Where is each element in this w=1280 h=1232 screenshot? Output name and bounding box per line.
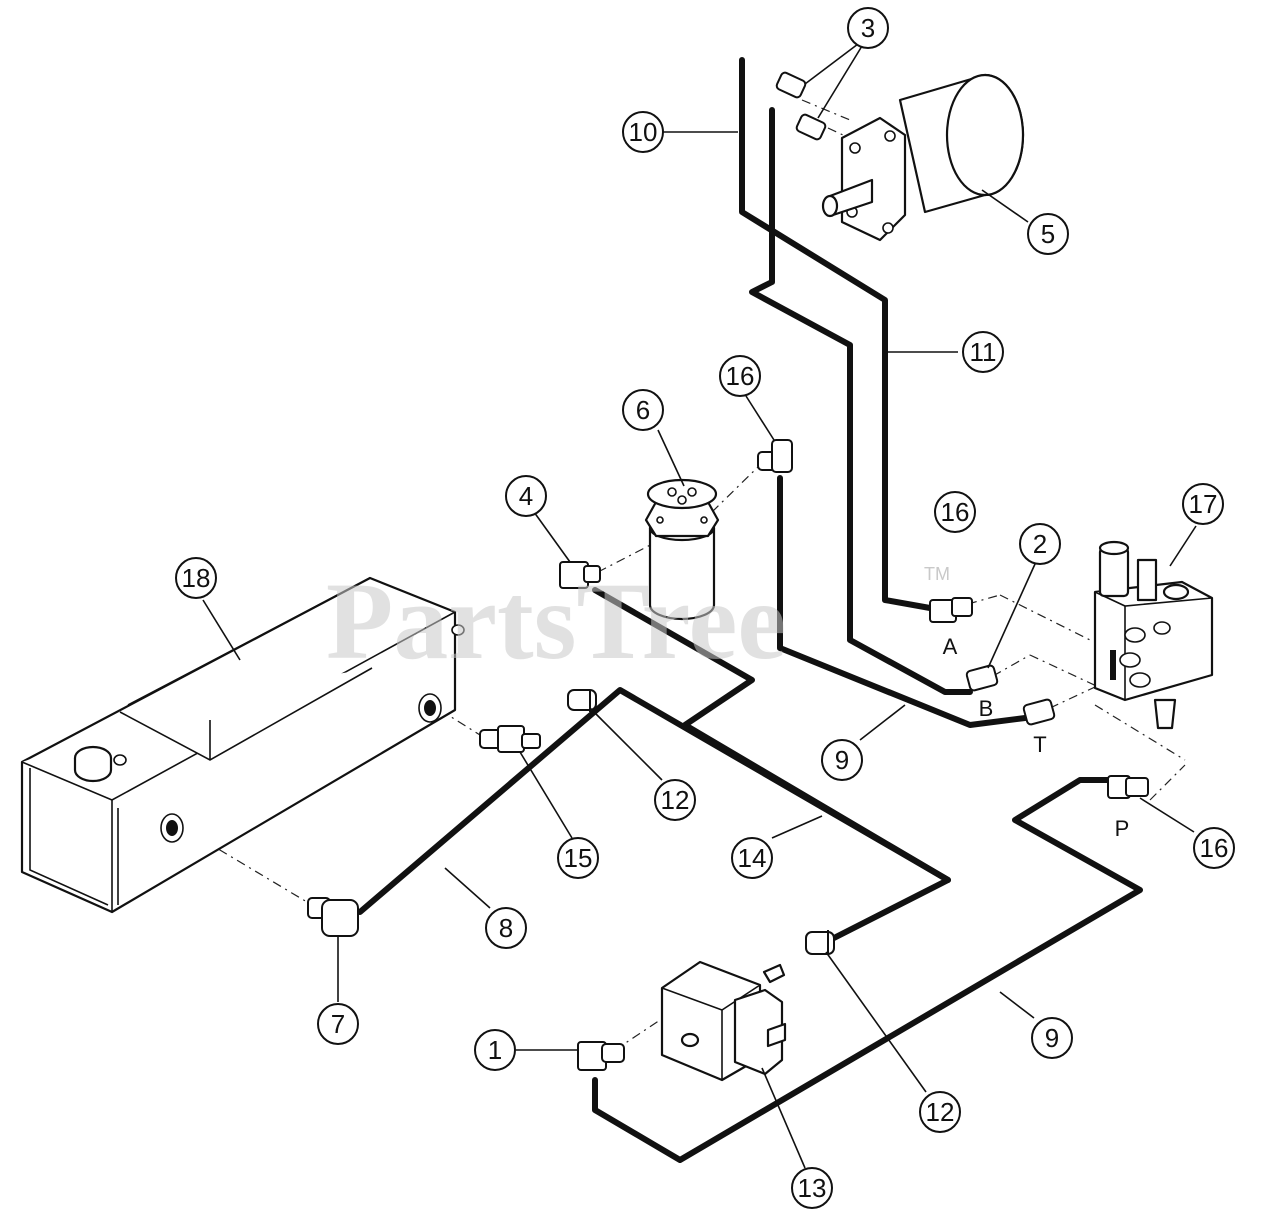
callout-6: 6 <box>622 389 664 431</box>
callout-5: 5 <box>1027 213 1069 255</box>
callout-1: 1 <box>474 1029 516 1071</box>
svg-text:13: 13 <box>798 1173 827 1203</box>
hose-11 <box>749 107 973 695</box>
callout-11: 11 <box>962 331 1004 373</box>
hose-clamp-12-upper <box>567 689 597 712</box>
svg-text:16: 16 <box>1200 833 1229 863</box>
svg-text:8: 8 <box>499 913 513 943</box>
callout-18: 18 <box>175 557 217 599</box>
fitting-1-elbow <box>577 1041 625 1071</box>
fitting-a-elbow <box>929 597 973 623</box>
callout-3: 3 <box>847 7 889 49</box>
callout-9-upper: 9 <box>821 739 863 781</box>
fitting-15-elbow <box>479 725 541 753</box>
hose-8 <box>357 687 951 915</box>
svg-text:3: 3 <box>861 13 875 43</box>
fitting-3-upper <box>775 71 807 99</box>
fitting-16-filter-elbow <box>757 439 793 473</box>
fitting-3-lower <box>795 113 827 141</box>
hydraulic-pump <box>660 960 787 1082</box>
svg-text:16: 16 <box>726 361 755 391</box>
port-label-p: P <box>1115 816 1130 841</box>
control-valve <box>1093 540 1214 730</box>
fitting-7-elbow <box>307 897 359 937</box>
svg-text:10: 10 <box>629 117 658 147</box>
svg-text:2: 2 <box>1033 529 1047 559</box>
callout-16-mid: 16 <box>934 491 976 533</box>
callout-16-filter: 16 <box>719 355 761 397</box>
callout-14: 14 <box>731 837 773 879</box>
callout-9-lower: 9 <box>1031 1017 1073 1059</box>
svg-text:4: 4 <box>519 481 533 511</box>
svg-text:1: 1 <box>488 1035 502 1065</box>
hose-9-valve-to-filter <box>777 475 1028 728</box>
hose-clamp-12-lower <box>805 930 835 955</box>
callout-12-lower: 12 <box>919 1091 961 1133</box>
callout-17: 17 <box>1182 483 1224 525</box>
partstree-watermark: PartsTree TM <box>326 560 950 682</box>
svg-text:6: 6 <box>636 395 650 425</box>
svg-text:5: 5 <box>1041 219 1055 249</box>
fitting-16-p-elbow <box>1107 775 1149 799</box>
svg-text:9: 9 <box>1045 1023 1059 1053</box>
svg-text:15: 15 <box>564 843 593 873</box>
leader-lines <box>202 43 1197 1169</box>
callout-2: 2 <box>1019 523 1061 565</box>
fitting-2 <box>965 664 999 692</box>
callout-7: 7 <box>317 1003 359 1045</box>
svg-text:12: 12 <box>661 785 690 815</box>
port-label-t: T <box>1033 732 1046 757</box>
port-label-b: B <box>979 696 994 721</box>
callout-10: 10 <box>622 111 664 153</box>
oil-filter <box>644 478 720 621</box>
svg-text:9: 9 <box>835 745 849 775</box>
reservoir-tank <box>20 576 465 914</box>
callout-16-p: 16 <box>1193 827 1235 869</box>
svg-text:7: 7 <box>331 1009 345 1039</box>
fitting-t <box>1022 698 1056 726</box>
svg-text:14: 14 <box>738 843 767 873</box>
svg-text:12: 12 <box>926 1097 955 1127</box>
callout-12-upper: 12 <box>654 779 696 821</box>
watermark-text: PartsTree <box>326 560 786 682</box>
watermark-trademark: TM <box>924 564 950 584</box>
svg-text:11: 11 <box>970 337 997 367</box>
fitting-4-elbow <box>559 561 601 589</box>
hose-10 <box>739 57 933 611</box>
svg-text:17: 17 <box>1189 489 1218 519</box>
port-label-a: A <box>943 634 958 659</box>
callout-4: 4 <box>505 475 547 517</box>
callout-8: 8 <box>485 907 527 949</box>
callout-13: 13 <box>791 1167 833 1209</box>
callout-15: 15 <box>557 837 599 879</box>
svg-text:16: 16 <box>941 497 970 527</box>
svg-text:18: 18 <box>182 563 211 593</box>
hose-9-pump-to-valve <box>592 777 1143 1163</box>
hydraulic-motor <box>821 73 1025 242</box>
